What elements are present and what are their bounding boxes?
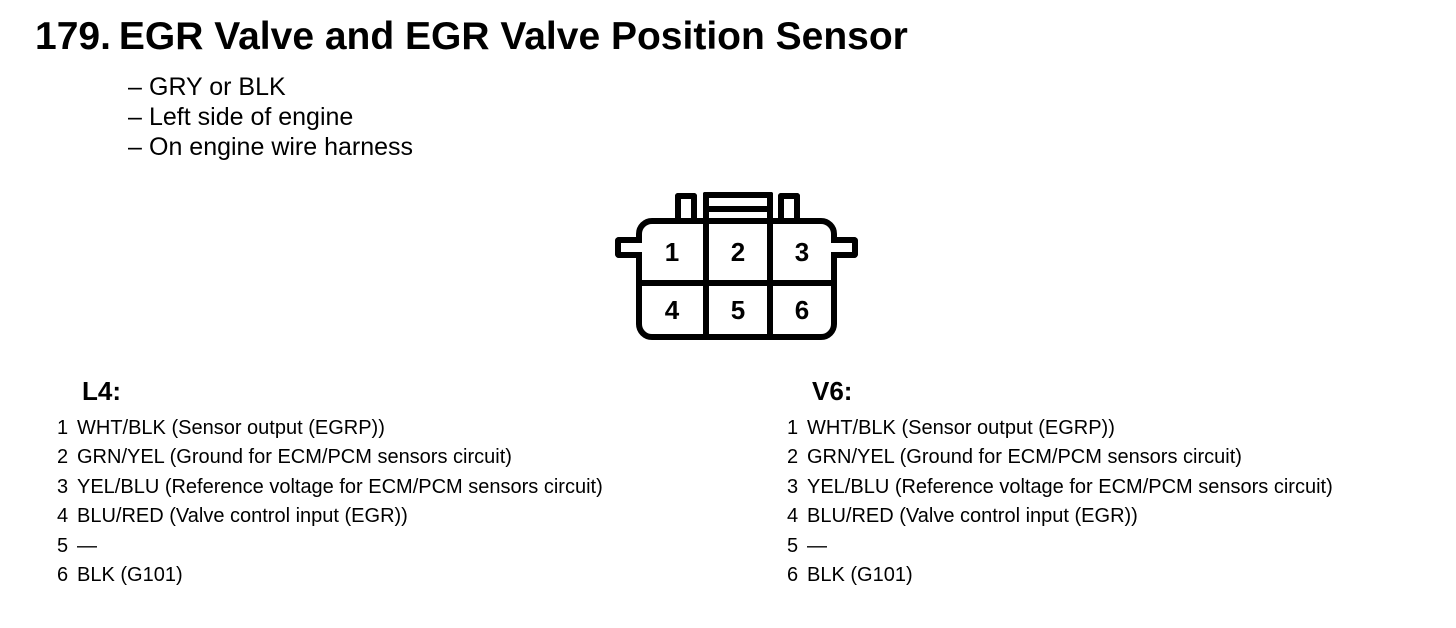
pin-row: 3 YEL/BLU (Reference voltage for ECM/PCM… xyxy=(57,473,757,502)
pin-description: BLU/RED (Valve control input (EGR)) xyxy=(77,505,408,528)
connector-pin-5: 5 xyxy=(730,295,746,325)
pinout-l4-rows: 1 WHT/BLK (Sensor output (EGRP)) 2 GRN/Y… xyxy=(57,414,757,590)
pin-description: GRN/YEL (Ground for ECM/PCM sensors circ… xyxy=(807,446,1242,469)
bullet-text: Left side of engine xyxy=(149,103,354,131)
connector-pin-4: 4 xyxy=(664,295,680,325)
connector-pin-2: 2 xyxy=(730,237,746,267)
connector-body: 1 2 3 4 5 6 xyxy=(636,218,837,340)
item-number: 179. xyxy=(35,15,111,58)
pinout-v6-rows: 1 WHT/BLK (Sensor output (EGRP)) 2 GRN/Y… xyxy=(787,414,1456,590)
bullet-item: – GRY or BLK xyxy=(128,72,413,102)
pin-row: 5 — xyxy=(57,532,757,561)
pin-description: BLK (G101) xyxy=(77,563,183,586)
bullet-dash: – xyxy=(128,73,142,101)
connector-tab-right xyxy=(778,193,800,224)
pin-description: BLK (G101) xyxy=(807,563,913,586)
pin-number: 1 xyxy=(57,417,69,439)
pin-row: 1 WHT/BLK (Sensor output (EGRP)) xyxy=(787,414,1456,443)
connector-tab-left xyxy=(675,193,697,224)
connector-ear-right xyxy=(831,237,858,258)
pinout-l4: L4: 1 WHT/BLK (Sensor output (EGRP)) 2 G… xyxy=(57,378,757,590)
page-header: 179. EGR Valve and EGR Valve Position Se… xyxy=(35,16,908,58)
pinout-l4-heading: L4: xyxy=(82,376,121,406)
pin-row: 2 GRN/YEL (Ground for ECM/PCM sensors ci… xyxy=(787,443,1456,472)
pin-number: 6 xyxy=(57,563,69,586)
pin-row: 2 GRN/YEL (Ground for ECM/PCM sensors ci… xyxy=(57,443,757,472)
pin-number: 2 xyxy=(787,446,799,469)
pin-description: WHT/BLK (Sensor output (EGRP)) xyxy=(807,417,1115,439)
bullet-item: – On engine wire harness xyxy=(128,132,413,162)
pin-row: 6 BLK (G101) xyxy=(57,561,757,590)
bullet-dash: – xyxy=(128,103,142,131)
pin-number: 3 xyxy=(787,475,799,498)
bullet-text: On engine wire harness xyxy=(149,133,414,161)
page-title: EGR Valve and EGR Valve Position Sensor xyxy=(118,15,908,58)
pin-number: 5 xyxy=(57,534,69,557)
pin-number: 1 xyxy=(787,417,799,439)
pin-row: 5 — xyxy=(787,532,1456,561)
pin-description: YEL/BLU (Reference voltage for ECM/PCM s… xyxy=(807,475,1333,498)
pin-row: 4 BLU/RED (Valve control input (EGR)) xyxy=(57,502,757,531)
connector-diagram: 1 2 3 4 5 6 xyxy=(614,192,862,344)
pin-description: — xyxy=(77,534,97,557)
connector-pin-1: 1 xyxy=(664,237,680,267)
pin-number: 2 xyxy=(57,446,69,469)
pin-description: — xyxy=(807,534,827,557)
connector-pin-3: 3 xyxy=(794,237,810,267)
pin-description: WHT/BLK (Sensor output (EGRP)) xyxy=(77,417,385,439)
pin-row: 6 BLK (G101) xyxy=(787,561,1456,590)
pin-description: GRN/YEL (Ground for ECM/PCM sensors circ… xyxy=(77,446,512,469)
pin-number: 3 xyxy=(57,475,69,498)
pin-row: 3 YEL/BLU (Reference voltage for ECM/PCM… xyxy=(787,473,1456,502)
connector-vertical-divider xyxy=(703,224,709,334)
bullet-list: – GRY or BLK – Left side of engine – On … xyxy=(128,72,413,162)
connector-pin-6: 6 xyxy=(794,295,810,325)
pin-description: BLU/RED (Valve control input (EGR)) xyxy=(807,505,1138,528)
bullet-dash: – xyxy=(128,133,142,161)
pin-description: YEL/BLU (Reference voltage for ECM/PCM s… xyxy=(77,475,603,498)
pin-number: 4 xyxy=(57,505,69,528)
pin-number: 4 xyxy=(787,505,799,528)
connector-lock-tab-ridge xyxy=(709,206,767,212)
bullet-item: – Left side of engine xyxy=(128,102,413,132)
pin-number: 6 xyxy=(787,563,799,586)
bullet-text: GRY or BLK xyxy=(149,73,286,101)
pin-number: 5 xyxy=(787,534,799,557)
pin-row: 1 WHT/BLK (Sensor output (EGRP)) xyxy=(57,414,757,443)
connector-vertical-divider xyxy=(767,224,773,334)
pinout-v6: V6: 1 WHT/BLK (Sensor output (EGRP)) 2 G… xyxy=(787,378,1456,590)
pinout-v6-heading: V6: xyxy=(812,376,853,406)
connector-ear-left xyxy=(615,237,642,258)
pin-row: 4 BLU/RED (Valve control input (EGR)) xyxy=(787,502,1456,531)
connector-horizontal-divider xyxy=(642,280,831,286)
